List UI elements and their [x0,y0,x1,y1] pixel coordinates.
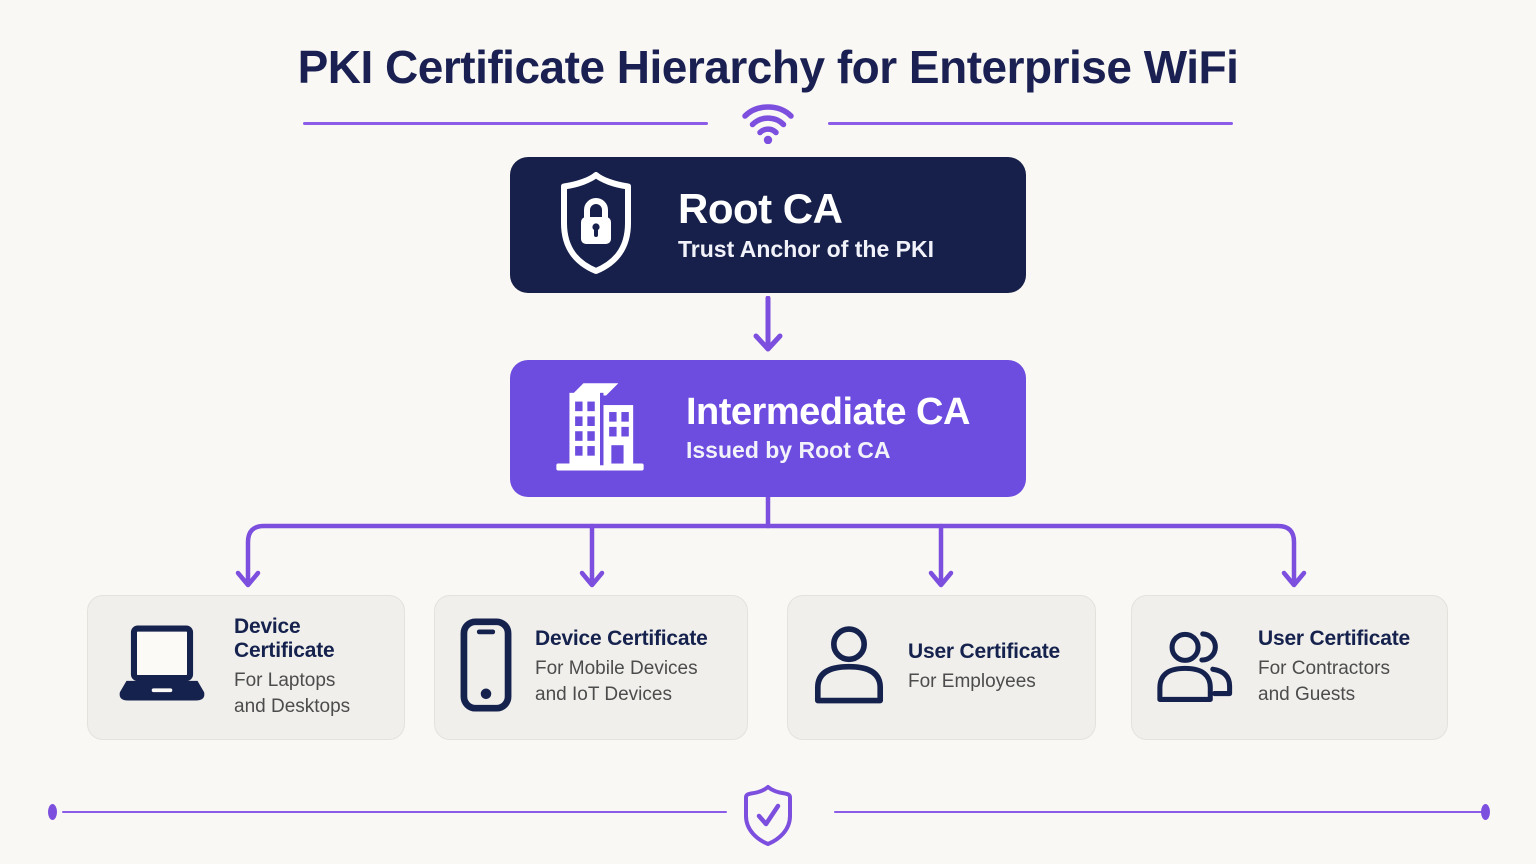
page-title: PKI Certificate Hierarchy for Enterprise… [297,41,1239,93]
device-certificate-laptops-card: Device Certificate For Laptops and Deskt… [87,595,405,740]
card-subtitle: For Employees [908,669,1060,695]
card-title: Device Certificate [234,614,335,662]
card-title: User Certificate [908,639,1061,663]
subtitle-line1: For Employees [908,670,1036,692]
root-ca-card: Root CA Trust Anchor of the PKI [510,157,1026,293]
card-title: User Certificate [1258,626,1411,650]
card-title: Device Certificate [535,626,708,650]
intermediate-ca-card: Intermediate CA Issued by Root CA [510,360,1026,497]
card-text: User Certificate For Contractors and Gue… [1258,627,1410,708]
card-subtitle: For Contractors and Guests [1258,656,1410,708]
user-certificate-contractors-card: User Certificate For Contractors and Gue… [1131,595,1448,740]
card-subtitle: For Mobile Devices and IoT Devices [535,656,708,708]
header-divider [0,98,1536,145]
building-icon [552,374,648,483]
divider-line-right [828,122,1233,125]
subtitle-line1: For Laptops [234,669,336,691]
root-to-intermediate-arrow [753,296,783,352]
footer-dot-right [1481,804,1490,820]
smartphone-icon [457,617,515,718]
shield-check-icon [741,784,795,851]
user-certificate-employees-card: User Certificate For Employees [787,595,1096,740]
intermediate-ca-title: Intermediate CA [686,390,970,433]
footer-line-right [834,810,1482,813]
subtitle-line1: For Contractors [1258,657,1390,679]
footer-line-left [62,810,727,813]
device-certificate-mobile-card: Device Certificate For Mobile Devices an… [434,595,748,740]
branch-connector-lines [235,497,1307,588]
user-icon [810,624,888,711]
subtitle-line1: For Mobile Devices [535,657,698,679]
intermediate-ca-text: Intermediate CA Issued by Root CA [686,390,970,465]
root-ca-text: Root CA Trust Anchor of the PKI [678,184,934,263]
root-ca-title: Root CA [678,184,843,232]
root-ca-subtitle: Trust Anchor of the PKI [678,236,934,263]
users-icon [1154,624,1238,711]
laptop-icon [110,622,214,713]
card-text: User Certificate For Employees [908,640,1060,695]
subtitle-line2: and IoT Devices [535,684,672,705]
wifi-icon [740,98,796,145]
shield-lock-icon [552,171,640,280]
card-text: Device Certificate For Laptops and Deskt… [234,615,388,720]
card-text: Device Certificate For Mobile Devices an… [535,627,708,708]
divider-line-left [303,122,708,125]
subtitle-line2: and Guests [1258,684,1356,705]
card-subtitle: For Laptops and Desktops [234,668,388,720]
subtitle-line2: and Desktops [234,696,351,717]
intermediate-ca-subtitle: Issued by Root CA [686,437,891,464]
footer-divider [0,778,1536,858]
footer-dot-left [48,804,57,820]
